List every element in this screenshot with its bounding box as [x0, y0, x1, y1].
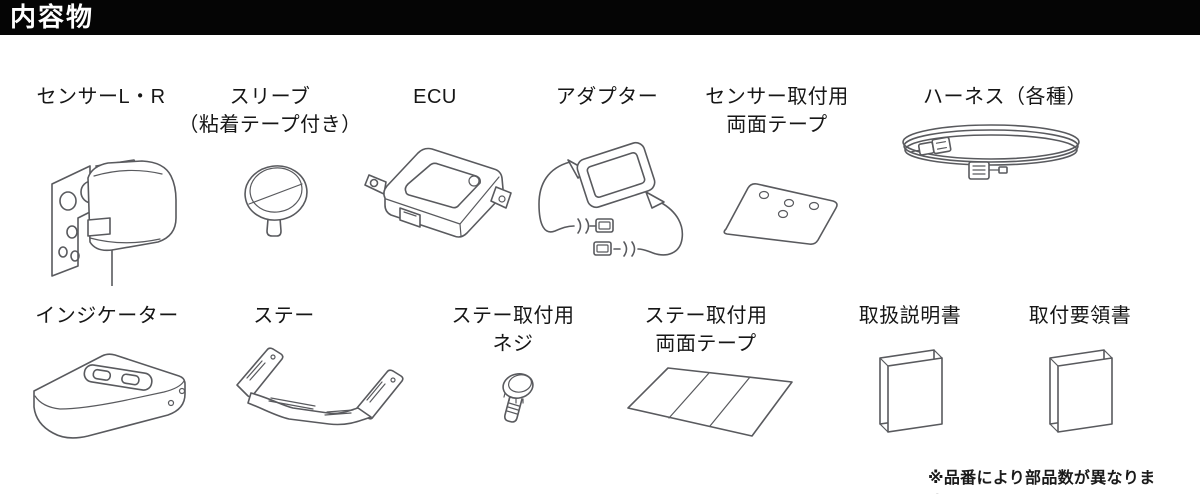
install-guide-illustration — [1049, 349, 1113, 433]
stay-screw-illustration — [502, 373, 534, 423]
stay-illustration — [236, 347, 404, 426]
manual-illustration — [879, 349, 943, 433]
adapter-illustration — [538, 141, 684, 257]
stay-screw-label: ステー取付用 ネジ — [451, 305, 575, 355]
sensor-tape-illustration — [723, 183, 838, 245]
footer-note: ※品番により部品数が異なります — [928, 470, 1156, 487]
harness-label: ハーネス（各種） — [923, 86, 1087, 108]
page-title: 内容物 — [10, 2, 95, 32]
sensor-lr-label: センサーL・R — [36, 86, 166, 108]
sleeve-label: スリーブ （粘着テープ付き） — [178, 86, 362, 136]
ecu-illustration — [364, 147, 512, 238]
sensor-lr-illustration — [51, 159, 177, 286]
install-guide-label: 取付要領書 — [1028, 305, 1132, 327]
harness-illustration — [902, 124, 1080, 180]
manual-label: 取扱説明書 — [858, 305, 962, 327]
stay-tape-label: ステー取付用 両面テープ — [644, 305, 768, 355]
stay-tape-illustration — [627, 367, 793, 437]
indicator-illustration — [33, 353, 186, 439]
sleeve-illustration — [244, 165, 308, 237]
indicator-label: インジケーター — [35, 305, 179, 327]
stay-label: ステー — [253, 305, 315, 327]
header-bar: 内容物 — [0, 0, 1200, 35]
adapter-label: アダプター — [555, 86, 659, 108]
sensor-tape-label: センサー取付用 両面テープ — [705, 86, 849, 136]
ecu-label: ECU — [413, 86, 457, 108]
